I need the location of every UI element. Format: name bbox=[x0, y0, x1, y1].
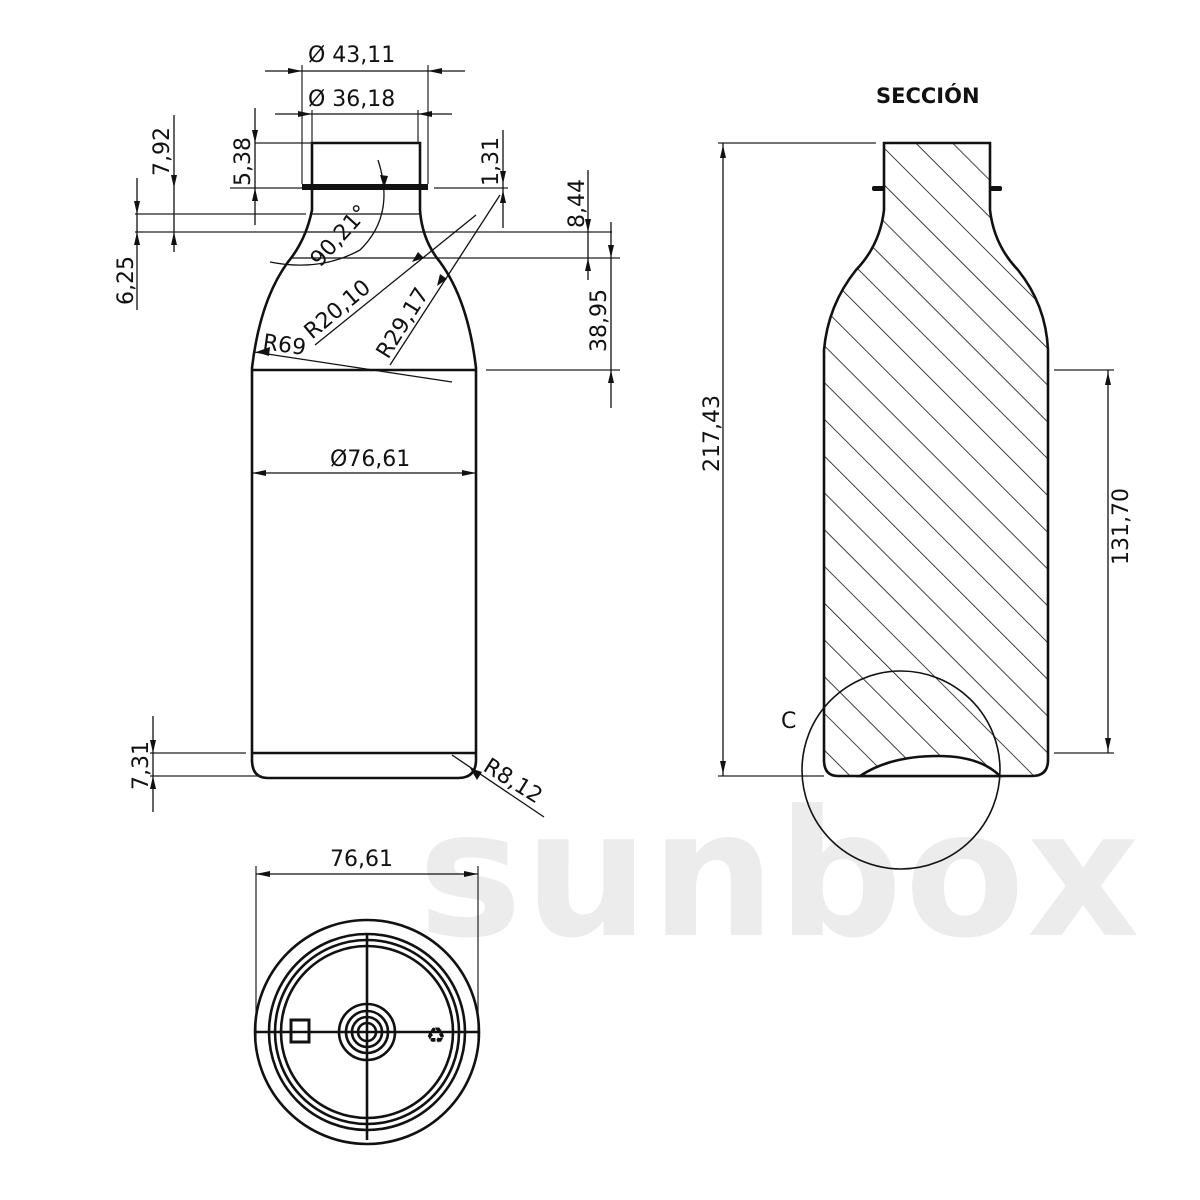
detail-label: C bbox=[781, 709, 796, 734]
bottle-outline bbox=[250, 141, 478, 780]
recycle-code-mark-icon bbox=[289, 1018, 311, 1044]
front-view: Ø 43,11 Ø 36,18 5,38 7,92 6,25 1,31 bbox=[114, 43, 620, 818]
dim-ring-thickness: 1,31 bbox=[479, 137, 504, 186]
resin-code-mark-icon: ♻ bbox=[426, 1024, 446, 1049]
dim-total-height: 217,43 bbox=[700, 395, 725, 472]
section-title: SECCIÓN bbox=[876, 83, 980, 108]
dim-radius-r69: R69 bbox=[261, 330, 307, 361]
bottom-view: 76,61 ♻ bbox=[253, 847, 481, 1146]
section-body bbox=[822, 141, 1050, 778]
dim-radius-r29-17: R29,17 bbox=[372, 284, 435, 364]
dim-body-height: 131,70 bbox=[1109, 488, 1134, 565]
dim-neck-angle: 90,21° bbox=[306, 200, 374, 272]
dim-neck-height-7-92: 7,92 bbox=[150, 127, 175, 176]
watermark-text: sunbox bbox=[418, 774, 1142, 977]
dim-finish-inner-diameter: Ø 36,18 bbox=[308, 87, 395, 112]
dim-finish-outer-diameter: Ø 43,11 bbox=[308, 43, 395, 68]
section-view: SECCIÓN 217,43 131,70 C bbox=[700, 83, 1134, 870]
dim-bottom-width: 76,61 bbox=[330, 847, 393, 872]
dim-shoulder-offset: 6,25 bbox=[114, 256, 139, 305]
dim-body-diameter: Ø76,61 bbox=[330, 447, 410, 472]
dim-shoulder-height: 38,95 bbox=[587, 289, 612, 352]
dim-neck-height-8-44: 8,44 bbox=[565, 179, 590, 228]
finish-ring bbox=[302, 184, 428, 190]
dim-finish-height: 5,38 bbox=[231, 137, 256, 186]
detail-circle bbox=[801, 670, 1001, 870]
dim-base-height: 7,31 bbox=[129, 741, 154, 790]
dim-radius-r20-10: R20,10 bbox=[300, 275, 376, 344]
